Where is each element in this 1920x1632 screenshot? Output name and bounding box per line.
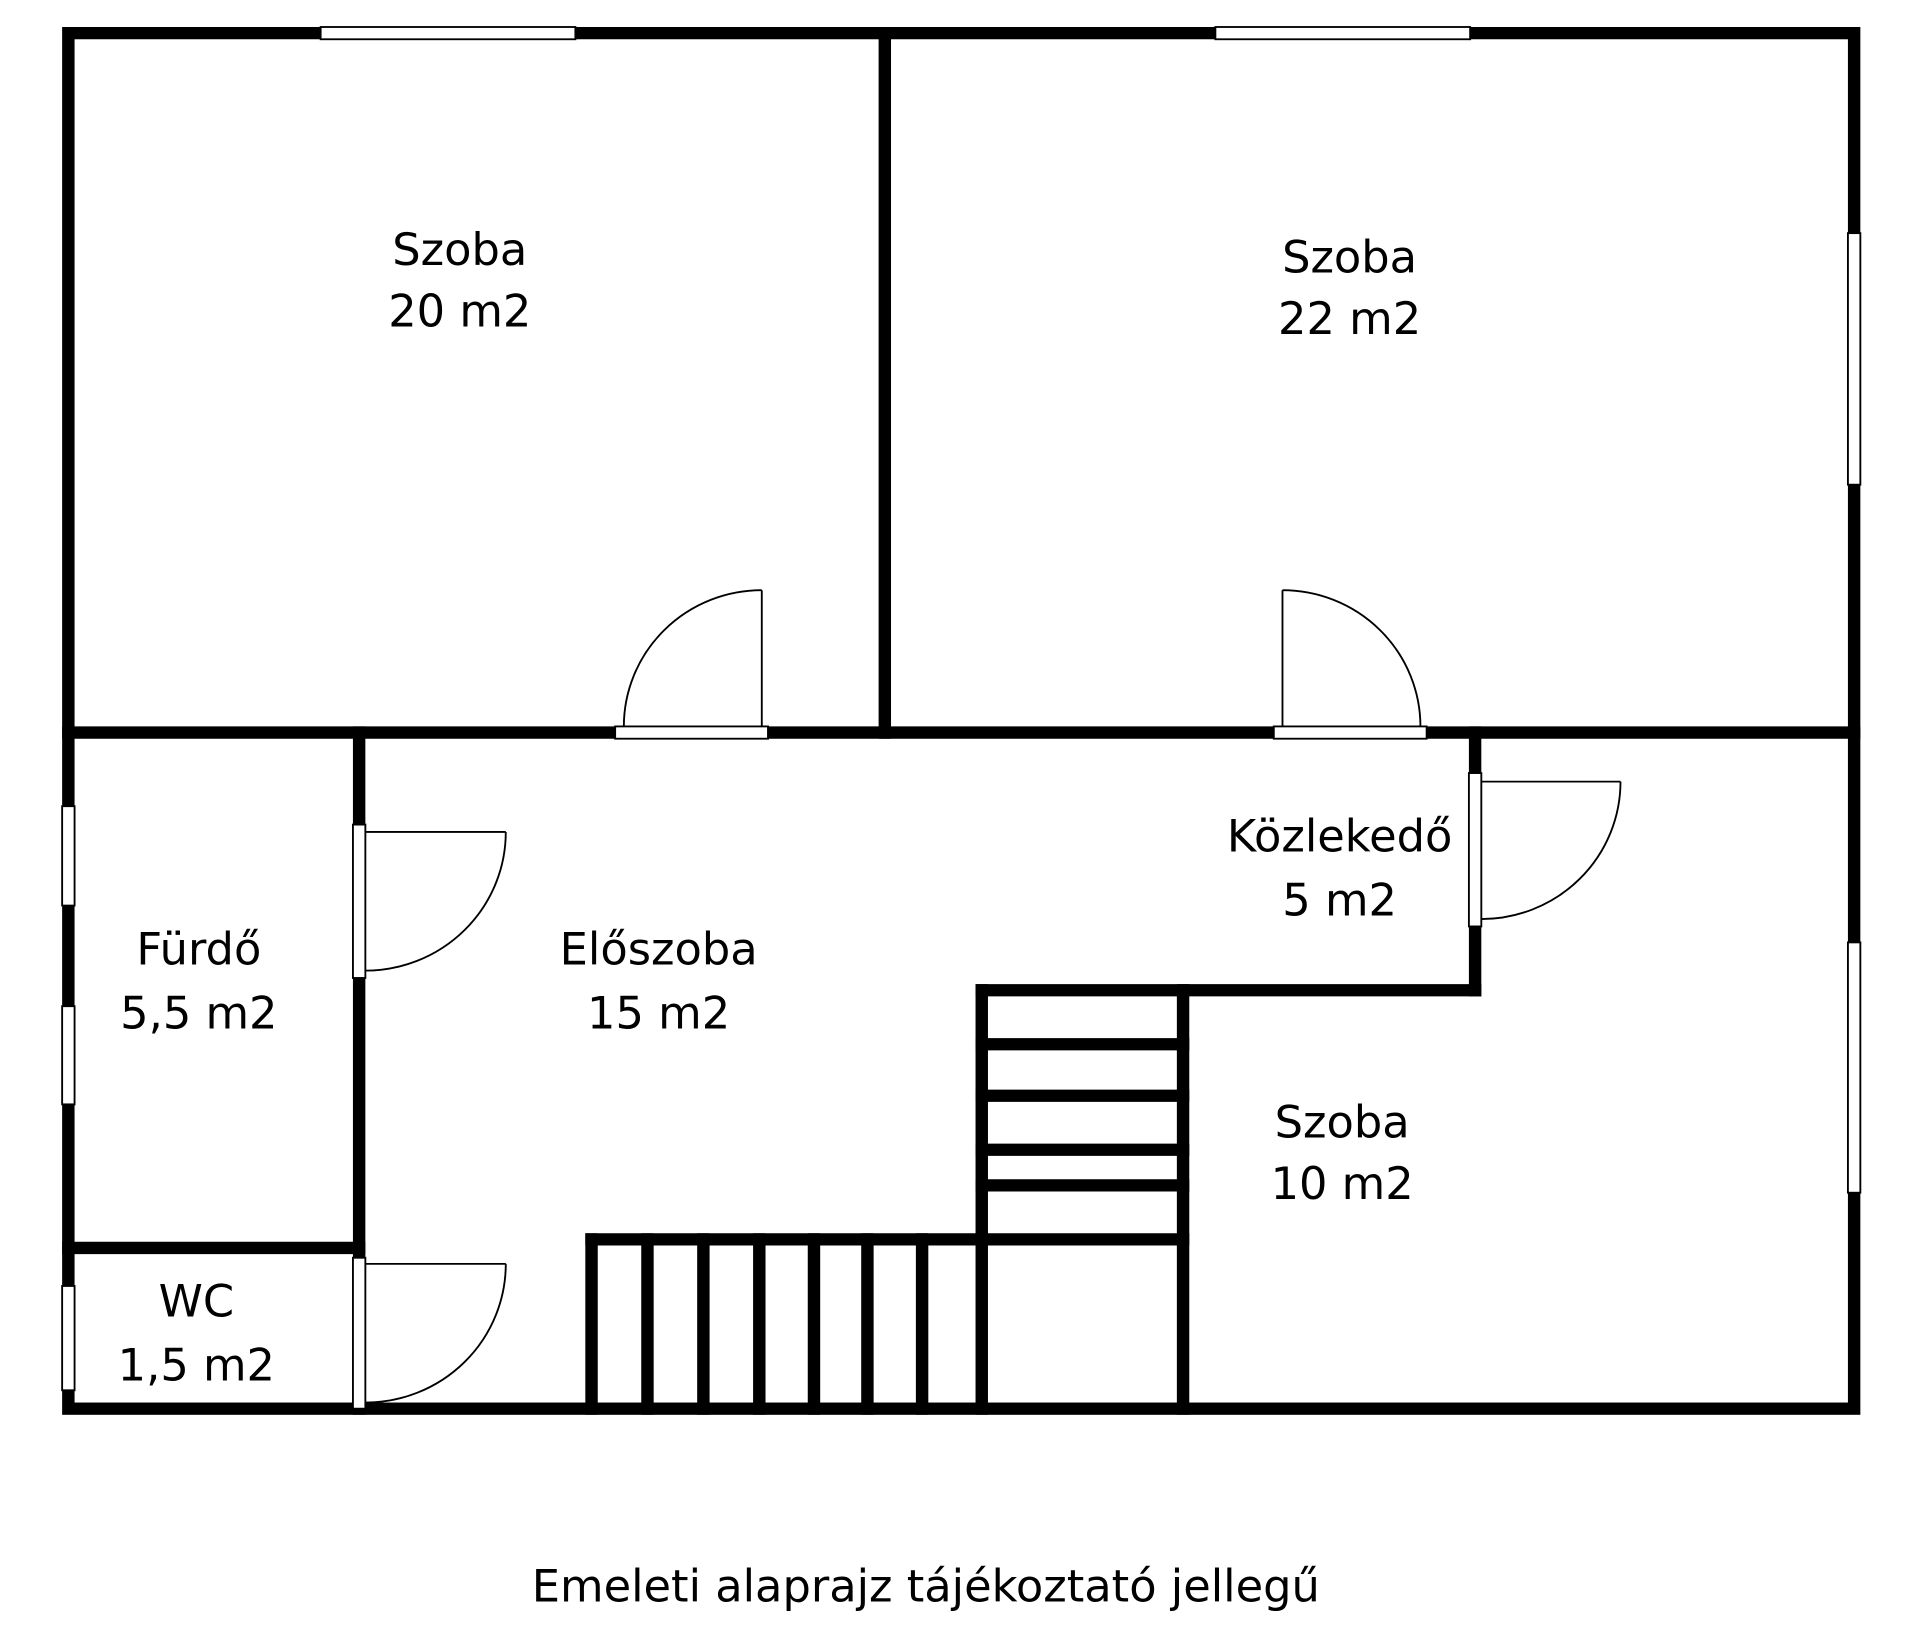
room-name: Előszoba [560,925,758,976]
room-labels: Szoba 20 m2 Szoba 22 m2 Közlekedő 5 m2 E… [118,225,1453,1391]
room-area: 5 m2 [1282,876,1397,927]
walls [62,26,1861,1415]
room-name: Szoba [1275,1098,1410,1149]
plan-caption: Emeleti alaprajz tájékoztató jellegű [532,1562,1320,1613]
doors [351,589,1622,1410]
room-area: 20 m2 [388,287,531,338]
room-name: Fürdő [136,925,261,976]
room-area: 1,5 m2 [118,1341,275,1392]
windows [61,26,1862,1392]
room-name: Közlekedő [1227,812,1452,863]
room-area: 15 m2 [587,989,730,1040]
room-name: Szoba [1282,233,1417,284]
room-name: Szoba [392,225,527,276]
room-area: 22 m2 [1278,294,1421,345]
room-area: 10 m2 [1271,1159,1414,1210]
room-name: WC [159,1277,234,1328]
room-area: 5,5 m2 [120,989,277,1040]
staircase [585,984,1190,1415]
